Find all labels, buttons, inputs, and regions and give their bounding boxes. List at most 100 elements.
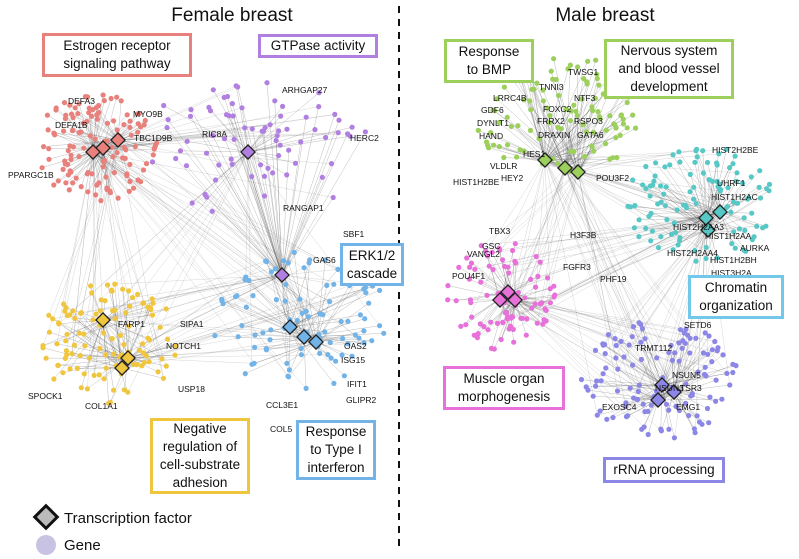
network-edge <box>65 118 94 153</box>
gene-node <box>528 276 534 282</box>
network-edge <box>501 167 566 340</box>
network-edge <box>536 83 566 169</box>
gene-label-rangap1: RANGAP1 <box>283 203 324 213</box>
gene-node <box>700 350 707 356</box>
network-edge <box>507 256 537 293</box>
gene-node <box>563 106 569 112</box>
network-edge <box>52 318 129 359</box>
network-edge <box>595 350 659 401</box>
gene-node <box>331 281 337 287</box>
gene-node <box>249 361 255 367</box>
gene-node <box>258 162 264 168</box>
network-edge <box>214 335 317 343</box>
transcription-factor-node <box>120 350 136 366</box>
gene-node <box>273 137 279 144</box>
gene-node <box>633 125 639 131</box>
gene-node <box>486 145 492 151</box>
network-edge <box>80 313 123 369</box>
gene-node <box>527 127 534 133</box>
network-edge <box>642 184 709 231</box>
network-edge <box>289 314 361 328</box>
network-edge <box>554 217 707 296</box>
gene-node <box>692 248 698 254</box>
gene-node <box>643 186 649 192</box>
network-edge <box>606 384 663 420</box>
network-edge <box>480 217 707 283</box>
network-edge <box>639 217 707 386</box>
gene-node <box>50 316 56 322</box>
gene-node <box>94 112 100 118</box>
gene-node <box>670 247 676 253</box>
gene-label-hist1h2be: HIST1H2BE <box>453 177 500 187</box>
gene-node <box>555 124 561 131</box>
gene-node <box>715 345 721 351</box>
network-edge <box>544 110 572 161</box>
network-edge <box>192 151 249 204</box>
gene-node <box>677 159 683 165</box>
gene-node <box>369 338 375 344</box>
transcription-factor-node <box>308 334 324 350</box>
gene-node <box>630 112 636 118</box>
gene-node <box>668 342 674 348</box>
gene-node <box>496 119 502 126</box>
gene-node <box>730 369 736 376</box>
network-edge <box>678 151 721 213</box>
gene-node <box>592 95 598 101</box>
gene-node <box>361 340 367 346</box>
gene-node <box>231 136 237 142</box>
network-edge <box>544 159 610 161</box>
gene-node <box>110 308 116 314</box>
network-edge <box>274 100 283 276</box>
gene-node <box>111 118 117 124</box>
gene-node <box>106 400 112 406</box>
gene-node <box>45 127 51 133</box>
network-edge <box>674 217 707 438</box>
gene-node <box>242 277 248 283</box>
gene-node <box>488 319 494 325</box>
network-edge <box>247 129 316 153</box>
gene-node <box>500 257 506 263</box>
gene-node <box>100 164 106 170</box>
gene-node <box>547 112 553 119</box>
gene-node <box>319 174 325 180</box>
network-edge <box>47 115 104 149</box>
network-edge <box>281 132 339 276</box>
gene-node <box>377 287 383 293</box>
network-edge <box>505 159 546 313</box>
gene-node <box>533 253 539 260</box>
gene-node <box>127 178 133 184</box>
gene-node <box>299 310 305 316</box>
network-edge <box>564 167 667 405</box>
gene-node <box>630 362 636 368</box>
network-edge <box>85 96 119 141</box>
network-edge <box>492 167 566 253</box>
gene-node <box>61 100 68 106</box>
gene-node <box>70 115 76 121</box>
gene-node <box>757 168 763 174</box>
network-edge <box>514 74 566 169</box>
gene-node <box>172 352 178 358</box>
gene-node <box>69 351 75 357</box>
gene-node <box>123 147 129 153</box>
gene-label-hist1h2aa: HIST1H2AA <box>705 231 752 241</box>
network-edge <box>117 132 339 141</box>
network-edge <box>639 229 709 386</box>
network-edge <box>577 127 617 173</box>
gene-node <box>623 414 630 420</box>
gene-node <box>140 341 146 347</box>
gene-node <box>345 131 351 137</box>
network-edge <box>601 380 663 386</box>
gene-node <box>52 132 58 138</box>
gene-node <box>381 330 387 336</box>
network-edge <box>535 167 566 288</box>
network-edge <box>102 114 335 149</box>
network-edge <box>232 103 283 276</box>
gene-node <box>617 132 623 138</box>
network-edge <box>121 367 164 379</box>
gene-node <box>645 431 651 438</box>
gene-node <box>216 162 222 168</box>
network-edge <box>92 128 253 153</box>
gene-node <box>486 263 492 269</box>
